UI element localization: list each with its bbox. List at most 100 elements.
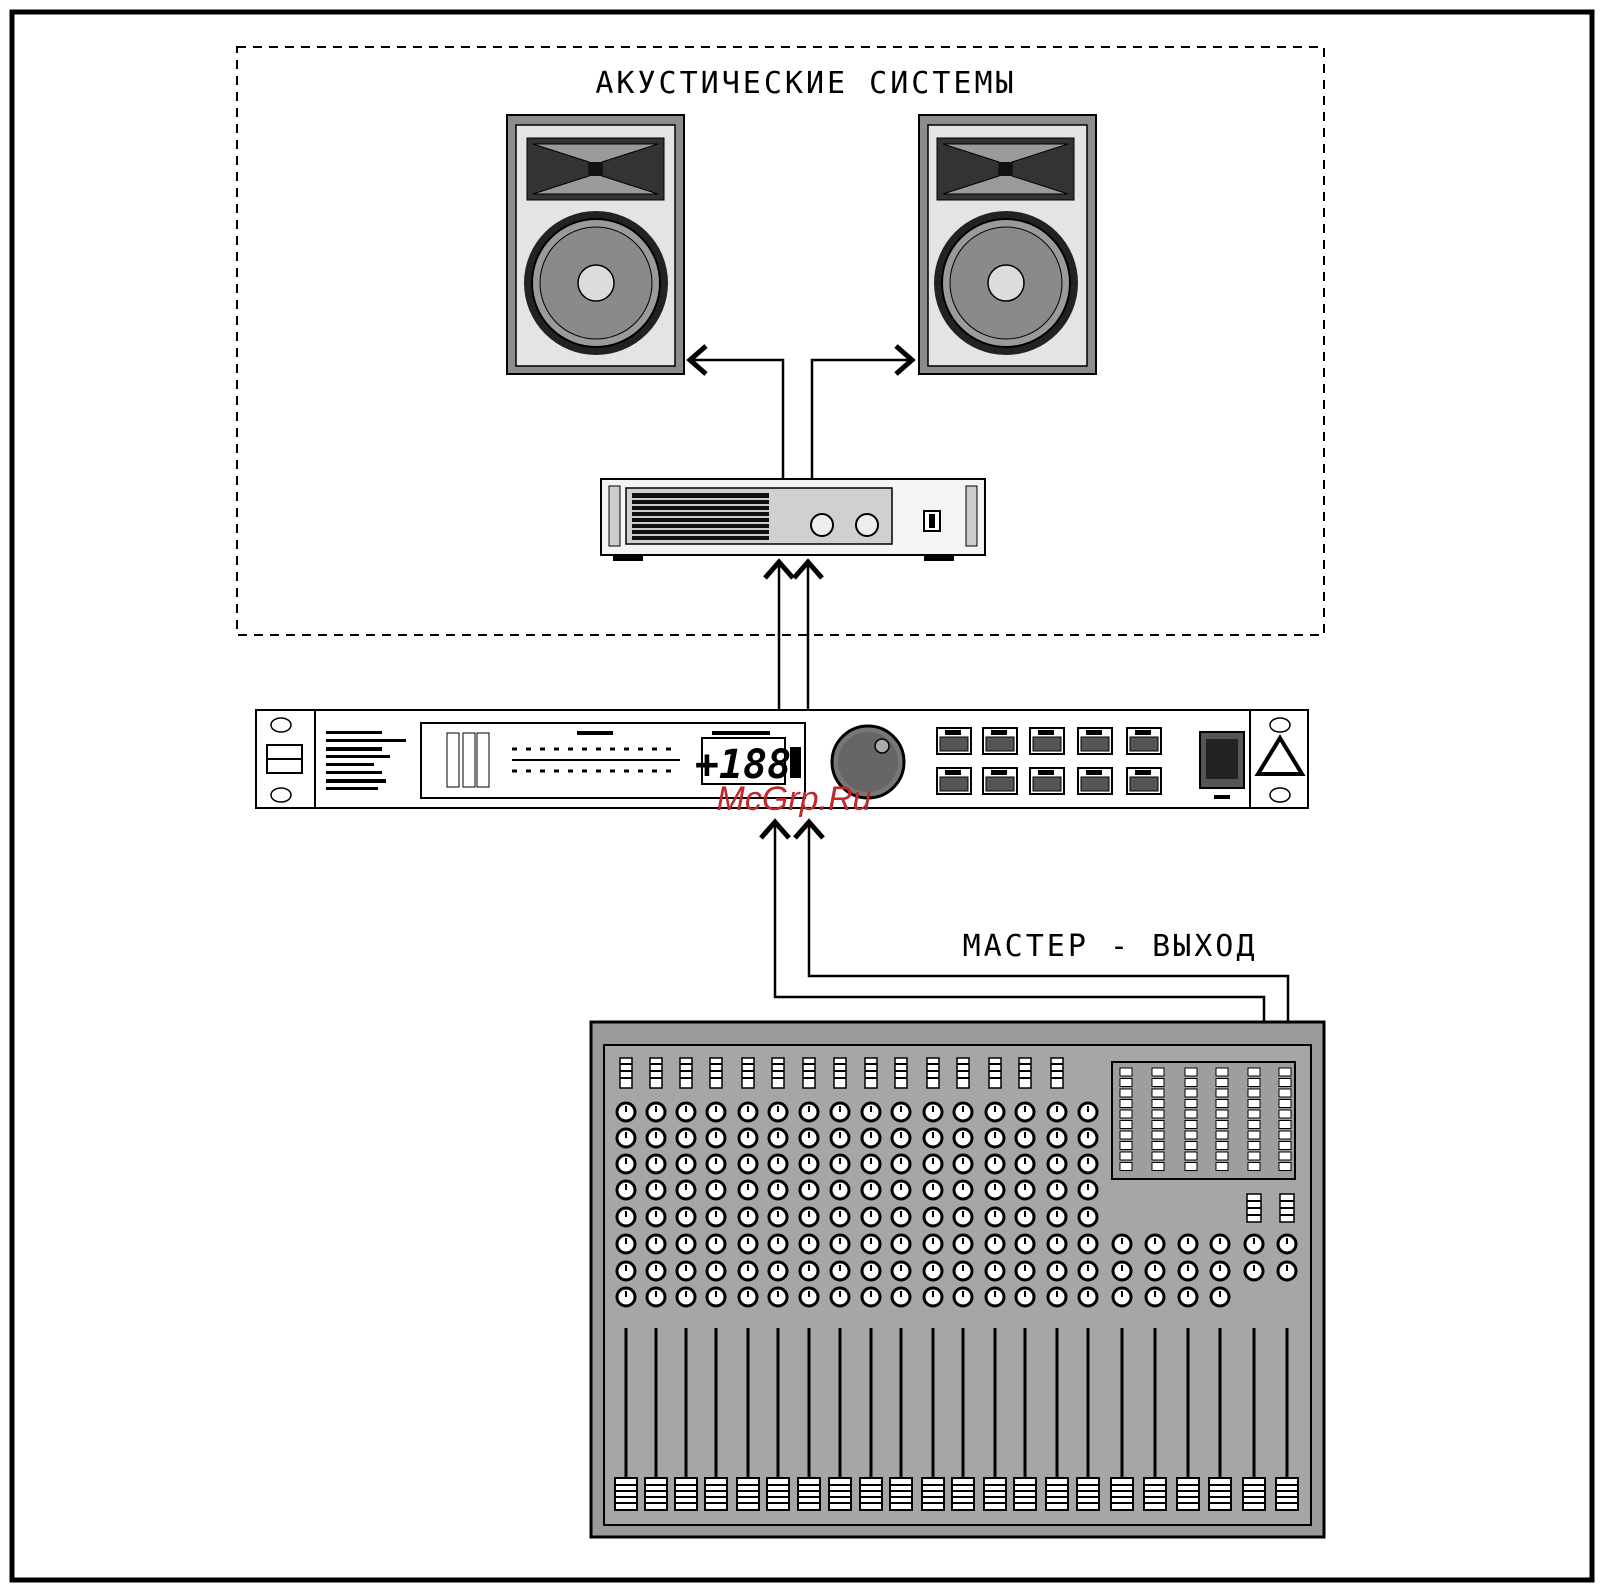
knob-icon: [617, 1129, 635, 1147]
speaker-right: [919, 115, 1096, 374]
knob-icon: [1016, 1262, 1034, 1280]
knob-icon: [862, 1155, 880, 1173]
speaker-left: [507, 115, 684, 374]
master-button-icon: [1280, 1194, 1294, 1222]
knob-icon: [892, 1208, 910, 1226]
knob-icon: [1048, 1235, 1066, 1253]
knob-icon: [769, 1208, 787, 1226]
woofer-icon: [524, 211, 668, 355]
knob-icon: [1211, 1288, 1229, 1306]
channel-button-icon: [772, 1058, 784, 1088]
channel-button-icon: [680, 1058, 692, 1088]
channel-button-icon: [834, 1058, 846, 1088]
knob-icon: [1079, 1235, 1097, 1253]
knob-icon: [831, 1208, 849, 1226]
knob-icon: [677, 1235, 695, 1253]
knob-icon: [677, 1288, 695, 1306]
knob-icon: [954, 1235, 972, 1253]
knob-icon: [707, 1155, 725, 1173]
knob-icon: [862, 1235, 880, 1253]
knob-icon: [954, 1155, 972, 1173]
knob-icon: [1048, 1103, 1066, 1121]
knob-icon: [617, 1103, 635, 1121]
woofer-icon: [934, 211, 1078, 355]
knob-icon: [954, 1262, 972, 1280]
channel-button-icon: [620, 1058, 632, 1088]
channel-button-icon: [1051, 1058, 1063, 1088]
knob-icon: [831, 1155, 849, 1173]
mixing-console: [591, 1022, 1324, 1537]
processor-button-icon: [937, 768, 971, 794]
processor-button-icon: [1030, 728, 1064, 754]
knob-icon: [1079, 1181, 1097, 1199]
meter-section: [1112, 1062, 1295, 1179]
knob-icon: [862, 1288, 880, 1306]
wire-processor-to-amp: [765, 562, 822, 712]
knob-icon: [986, 1208, 1004, 1226]
knob-icon: [1016, 1155, 1034, 1173]
knob-icon: [707, 1288, 725, 1306]
knob-icon: [1245, 1262, 1263, 1280]
knob-icon: [1079, 1129, 1097, 1147]
knob-icon: [1048, 1155, 1066, 1173]
knob-icon: [739, 1103, 757, 1121]
knob-icon: [617, 1155, 635, 1173]
knob-icon: [862, 1129, 880, 1147]
knob-icon: [617, 1262, 635, 1280]
knob-icon: [800, 1155, 818, 1173]
channel-button-icon: [989, 1058, 1001, 1088]
knob-icon: [1146, 1235, 1164, 1253]
knob-icon: [954, 1208, 972, 1226]
knob-icon: [1048, 1288, 1066, 1306]
knob-icon: [862, 1181, 880, 1199]
knob-icon: [1079, 1155, 1097, 1173]
knob-icon: [769, 1103, 787, 1121]
knob-icon: [1179, 1262, 1197, 1280]
knob-icon: [1278, 1235, 1296, 1253]
knob-icon: [739, 1129, 757, 1147]
knob-icon: [954, 1288, 972, 1306]
knob-icon: [769, 1262, 787, 1280]
gain-knob-icon: [856, 514, 878, 536]
knob-icon: [1146, 1262, 1164, 1280]
knob-icon: [1016, 1129, 1034, 1147]
knob-icon: [739, 1181, 757, 1199]
knob-icon: [1016, 1288, 1034, 1306]
channel-button-icon: [803, 1058, 815, 1088]
knob-icon: [1211, 1262, 1229, 1280]
knob-icon: [739, 1208, 757, 1226]
knob-icon: [677, 1155, 695, 1173]
channel-button-icon: [650, 1058, 662, 1088]
knob-icon: [1179, 1235, 1197, 1253]
knob-icon: [1211, 1235, 1229, 1253]
knob-icon: [677, 1262, 695, 1280]
watermark: McGrp.Ru: [717, 780, 872, 818]
knob-icon: [707, 1208, 725, 1226]
knob-icon: [986, 1129, 1004, 1147]
knob-icon: [1278, 1262, 1296, 1280]
knob-icon: [800, 1129, 818, 1147]
wire-mixer-to-processor: [761, 822, 1288, 1027]
knob-icon: [769, 1129, 787, 1147]
knob-icon: [800, 1235, 818, 1253]
channel-button-icon: [865, 1058, 877, 1088]
master-output-label: МАСТЕР - ВЫХОД: [963, 929, 1258, 964]
knob-icon: [677, 1129, 695, 1147]
knob-icon: [647, 1235, 665, 1253]
knob-icon: [617, 1288, 635, 1306]
knob-icon: [800, 1103, 818, 1121]
knob-icon: [986, 1155, 1004, 1173]
channel-button-icon: [742, 1058, 754, 1088]
knob-icon: [1048, 1129, 1066, 1147]
knob-icon: [831, 1103, 849, 1121]
knob-icon: [892, 1288, 910, 1306]
horn-tweeter-icon: [937, 138, 1074, 200]
speakers-group-label: АКУСТИЧЕСКИЕ СИСТЕМЫ: [595, 66, 1016, 101]
knob-icon: [892, 1103, 910, 1121]
knob-icon: [739, 1288, 757, 1306]
knob-icon: [1179, 1288, 1197, 1306]
knob-icon: [862, 1208, 880, 1226]
knob-icon: [1016, 1208, 1034, 1226]
knob-icon: [924, 1103, 942, 1121]
